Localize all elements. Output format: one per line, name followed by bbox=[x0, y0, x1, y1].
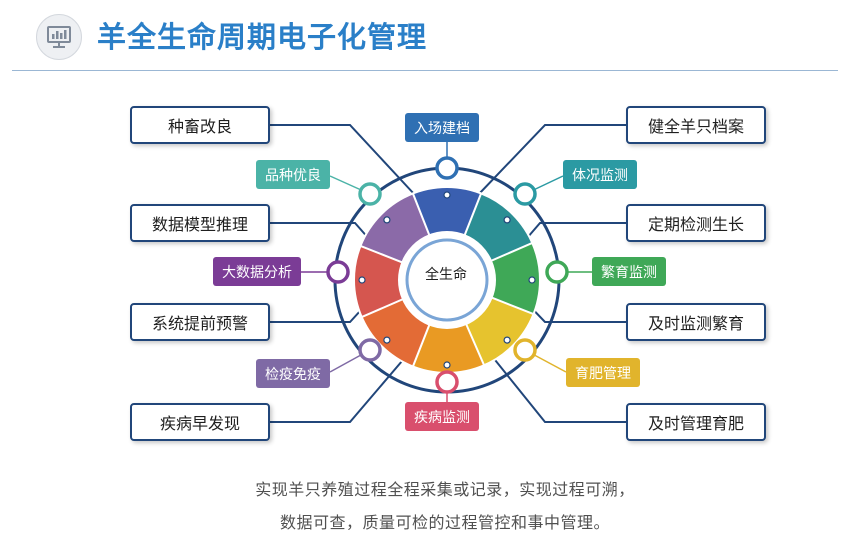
tag-fatten-management: 育肥管理 bbox=[566, 358, 640, 387]
page-title: 羊全生命周期电子化管理 bbox=[97, 20, 428, 54]
tag-quarantine: 检疫免疫 bbox=[256, 359, 330, 388]
ring-dot bbox=[383, 336, 391, 344]
tag-label: 体况监测 bbox=[572, 167, 628, 184]
box-label: 健全羊只档案 bbox=[647, 117, 744, 136]
tag-body-condition: 体况监测 bbox=[563, 160, 637, 189]
box-sheep-archive: 健全羊只档案 bbox=[626, 106, 766, 144]
ring-dot bbox=[383, 216, 391, 224]
box-label: 数据模型推理 bbox=[151, 215, 248, 234]
tag-label: 疾病监测 bbox=[414, 409, 470, 426]
caption-line-2: 数据可查，质量可检的过程管控和事中管理。 bbox=[279, 513, 610, 532]
connector-line bbox=[268, 346, 415, 423]
box-disease-early: 疾病早发现 bbox=[130, 403, 270, 441]
connector-line bbox=[268, 222, 371, 241]
ring-dot bbox=[503, 216, 511, 224]
ring-node-circle bbox=[358, 182, 382, 206]
ring-node-circle bbox=[513, 338, 537, 362]
tag-label: 入场建档 bbox=[414, 120, 470, 137]
ring-node-circle bbox=[545, 260, 569, 284]
tag-big-data: 大数据分析 bbox=[213, 257, 301, 286]
box-label: 定期检测生长 bbox=[647, 215, 744, 234]
center-label: 全生命 bbox=[425, 267, 467, 283]
ring-node-circle bbox=[435, 370, 459, 394]
center-disc-outline bbox=[405, 238, 489, 322]
ring-dot bbox=[443, 361, 451, 369]
ring-node-circle bbox=[358, 338, 382, 362]
tag-entry: 入场建档 bbox=[405, 113, 479, 142]
box-label: 种畜改良 bbox=[167, 117, 232, 136]
box-breeding-monitor: 及时监测繁育 bbox=[626, 303, 766, 341]
connector-line bbox=[268, 124, 416, 196]
ring-dot bbox=[528, 276, 536, 284]
box-label: 系统提前预警 bbox=[151, 314, 248, 333]
ring-segment bbox=[359, 192, 431, 264]
ring-node-circle bbox=[326, 260, 350, 284]
tag-label: 育肥管理 bbox=[575, 365, 631, 382]
tag-label: 检疫免疫 bbox=[265, 366, 321, 383]
connector-line bbox=[477, 124, 628, 196]
ring-node-circle bbox=[435, 156, 459, 180]
caption-line-1: 实现羊只养殖过程全程采集或记录，实现过程可溯， bbox=[255, 480, 635, 499]
center-disc bbox=[403, 236, 491, 324]
box-label: 疾病早发现 bbox=[159, 414, 240, 433]
connector-line bbox=[520, 222, 628, 246]
presentation-chart-icon bbox=[36, 14, 82, 60]
tag-label: 大数据分析 bbox=[222, 264, 292, 281]
tag-breeding-monitor: 繁育监测 bbox=[592, 257, 666, 286]
box-data-model: 数据模型推理 bbox=[130, 204, 270, 242]
tag-disease-monitor: 疾病监测 bbox=[405, 402, 479, 431]
connector-line bbox=[482, 344, 628, 423]
box-early-warning: 系统提前预警 bbox=[130, 303, 270, 341]
title-divider bbox=[12, 70, 838, 71]
ring-nodes bbox=[326, 156, 569, 394]
tag-label: 繁育监测 bbox=[601, 264, 657, 281]
box-label: 及时监测繁育 bbox=[647, 314, 744, 333]
ring-node-circle bbox=[513, 182, 537, 206]
header: 羊全生命周期电子化管理 bbox=[0, 0, 850, 72]
tag-fine-variety: 品种优良 bbox=[256, 160, 330, 189]
box-breed-improvement: 种畜改良 bbox=[130, 106, 270, 144]
box-label: 及时管理育肥 bbox=[647, 414, 744, 433]
ring-dot bbox=[443, 191, 451, 199]
tag-label: 品种优良 bbox=[265, 167, 321, 184]
ring-dot bbox=[358, 276, 366, 284]
box-fatten-manage: 及时管理育肥 bbox=[626, 403, 766, 441]
box-growth-check: 定期检测生长 bbox=[626, 204, 766, 242]
ring-dot bbox=[503, 336, 511, 344]
